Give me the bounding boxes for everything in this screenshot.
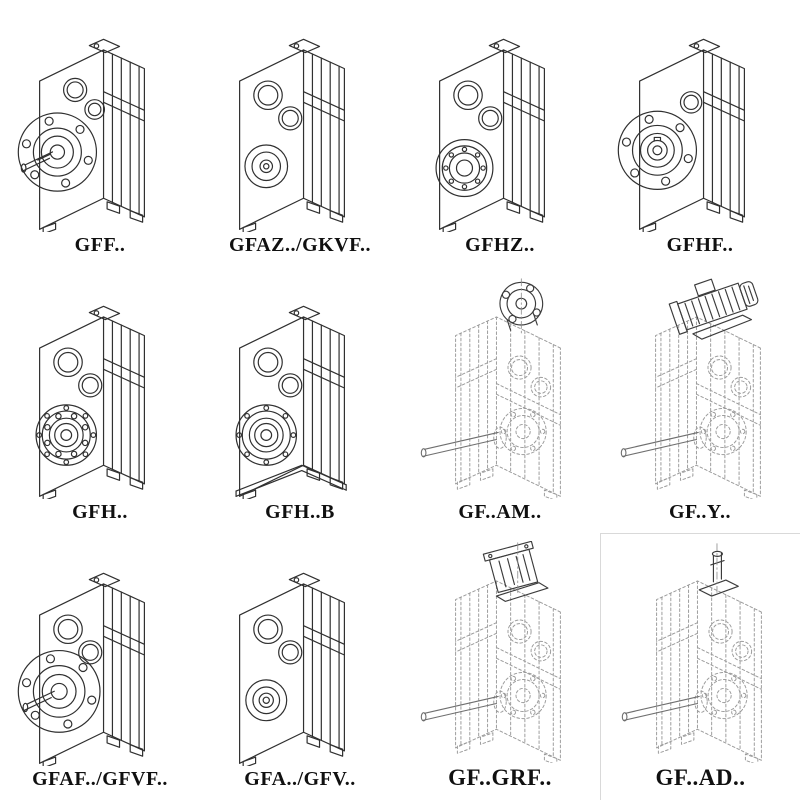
model-label: GFAZ../GKVF.. — [228, 234, 372, 256]
gearbox-drawing-gf-grf — [420, 540, 591, 763]
catalog-item-gf-y: GF..Y.. — [600, 266, 800, 533]
catalog-item-gfhf: GFHF.. — [600, 0, 800, 266]
output-shaft — [22, 690, 55, 713]
output-flange — [17, 112, 98, 192]
output-hub — [245, 679, 288, 722]
model-label: GFHF.. — [666, 234, 734, 256]
gearbox-housing-phantom — [656, 581, 761, 763]
motor — [668, 278, 759, 335]
gearbox-housing — [240, 306, 345, 499]
gearbox-drawing-gfaz-gkvf — [209, 10, 391, 232]
adapter-neck — [506, 313, 538, 331]
model-label: GF..GRF.. — [448, 764, 552, 790]
gearbox-housing — [440, 39, 545, 232]
adapter-base — [495, 581, 549, 602]
upper-bores — [454, 81, 502, 130]
iec-adapter-flange — [499, 281, 544, 326]
model-label: GFAF../GFVF.. — [32, 768, 168, 790]
upper-bores — [254, 348, 302, 397]
catalog-item-gfaz-gkvf: GFAZ../GKVF.. — [200, 0, 400, 266]
gearbox-housing-phantom — [456, 581, 561, 763]
catalog-item-gff: GFF.. — [0, 0, 200, 266]
model-label: GFH.. — [72, 501, 128, 523]
output-shaft — [620, 431, 699, 458]
gearbox-drawing-gf-am — [420, 278, 591, 499]
model-label: GF..AM.. — [458, 501, 542, 523]
output-flange-hollow — [617, 110, 698, 190]
gearbox-housing — [240, 573, 345, 766]
catalog-item-gfaf-gfvf: GFAF../GFVF.. — [0, 533, 200, 800]
upper-bores — [62, 77, 106, 120]
input-adapter-block — [482, 540, 539, 593]
gearbox-drawing-gfh-b — [235, 277, 347, 499]
catalog-item-gfa-gfv: GFA../GFV.. — [200, 533, 400, 800]
model-label: GFA../GFV.. — [244, 768, 356, 790]
gearbox-housing-phantom — [656, 317, 761, 499]
output-shaft — [20, 151, 54, 173]
hollow-shaft-bearing — [235, 404, 298, 466]
output-flange — [17, 649, 101, 733]
output-shaft — [420, 695, 499, 722]
gearbox-housing-phantom — [456, 317, 561, 499]
upper-bores — [254, 615, 302, 664]
motor-adapter — [692, 314, 753, 340]
gearbox-housing — [40, 573, 145, 766]
model-label: GF..Y.. — [668, 501, 732, 523]
catalog-item-gf-grf: GF..GRF.. — [400, 533, 600, 800]
gearbox-drawing-gff — [17, 10, 191, 232]
model-label: GFF.. — [74, 234, 126, 256]
catalog-item-gf-am: GF..AM.. — [400, 266, 600, 533]
gearbox-housing — [240, 39, 345, 232]
output-shaft — [621, 695, 700, 722]
catalog-item-gfh: GFH.. — [0, 266, 200, 533]
gearbox-drawing-gfaf-gfvf — [17, 544, 191, 766]
catalog-item-gf-ad: GF..AD.. — [600, 533, 800, 800]
gearbox-drawing-gfhf — [617, 10, 791, 232]
model-label: GFH..B — [265, 501, 335, 523]
gearbox-drawing-gf-ad — [621, 542, 792, 763]
catalog-item-gfhz: GFHZ.. — [400, 0, 600, 266]
upper-bores — [254, 81, 302, 130]
gearbox-drawing-gfhz — [435, 10, 591, 232]
hollow-shaft-bearing — [35, 404, 98, 466]
model-label: GFHZ.. — [465, 234, 535, 256]
gearbox-housing — [40, 306, 145, 499]
catalog-item-gfh-b: GFH..B — [200, 266, 400, 533]
upper-bores — [54, 615, 102, 664]
mounting-base — [235, 464, 347, 497]
upper-bores — [54, 348, 102, 397]
gearbox-drawing-gf-y — [620, 278, 791, 499]
output-hub — [244, 144, 289, 189]
model-label: GF..AD.. — [655, 764, 746, 790]
upper-bore — [679, 91, 703, 114]
hollow-output — [435, 139, 494, 198]
gearbox-drawing-gfa-gfv — [209, 544, 391, 766]
gearbox-drawing-gfh — [35, 277, 191, 499]
input-shaft — [698, 550, 739, 597]
gearbox-housing — [640, 39, 745, 232]
output-shaft — [420, 431, 499, 458]
